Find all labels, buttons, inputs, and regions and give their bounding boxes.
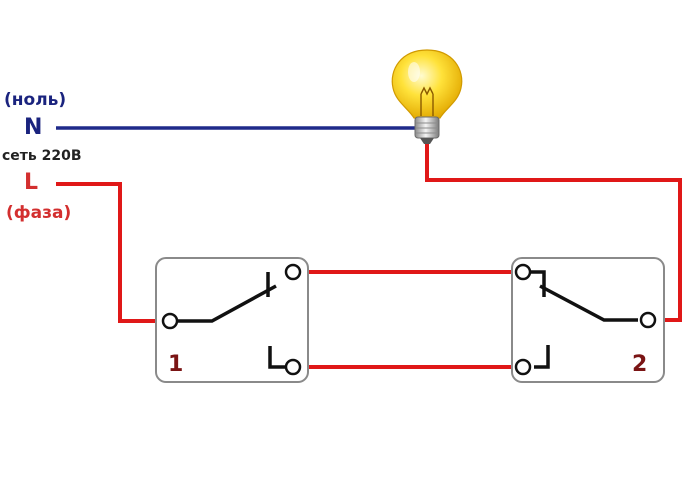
network-label: сеть 220В <box>2 148 82 164</box>
neutral-letter-label: N <box>24 115 43 140</box>
switch-2-lever <box>539 284 638 322</box>
switch-2-top-contact <box>530 270 546 297</box>
switch-2[interactable] <box>511 257 665 383</box>
switch-2-frame <box>511 257 665 383</box>
switch-2-bottom-contact <box>534 345 550 369</box>
switch-2-number: 2 <box>632 352 648 377</box>
bulb-glass <box>391 49 463 119</box>
switch-2-common-terminal <box>639 311 657 329</box>
phase-wire-input <box>56 182 170 323</box>
light-bulb-icon <box>391 49 463 144</box>
switch-2-top-terminal <box>514 263 532 281</box>
bulb-highlight <box>408 62 420 82</box>
switch-1[interactable] <box>155 257 309 383</box>
bulb-base-thread <box>416 122 438 134</box>
phase-wire-lamp <box>425 144 682 322</box>
neutral-note-label: (ноль) <box>4 90 67 110</box>
switch-1-number: 1 <box>168 352 184 377</box>
switch-1-bottom-contact <box>268 346 286 369</box>
switch-2-bottom-terminal <box>514 358 532 376</box>
phase-note-label: (фаза) <box>6 203 72 223</box>
switch-1-bottom-terminal <box>284 358 302 376</box>
switch-1-lever <box>178 284 277 323</box>
switch-1-common-terminal <box>161 312 179 330</box>
phase-letter-label: L <box>24 170 39 195</box>
switch-1-top-terminal <box>284 263 302 281</box>
bulb-filament <box>420 86 434 116</box>
bulb-tip <box>420 138 434 144</box>
